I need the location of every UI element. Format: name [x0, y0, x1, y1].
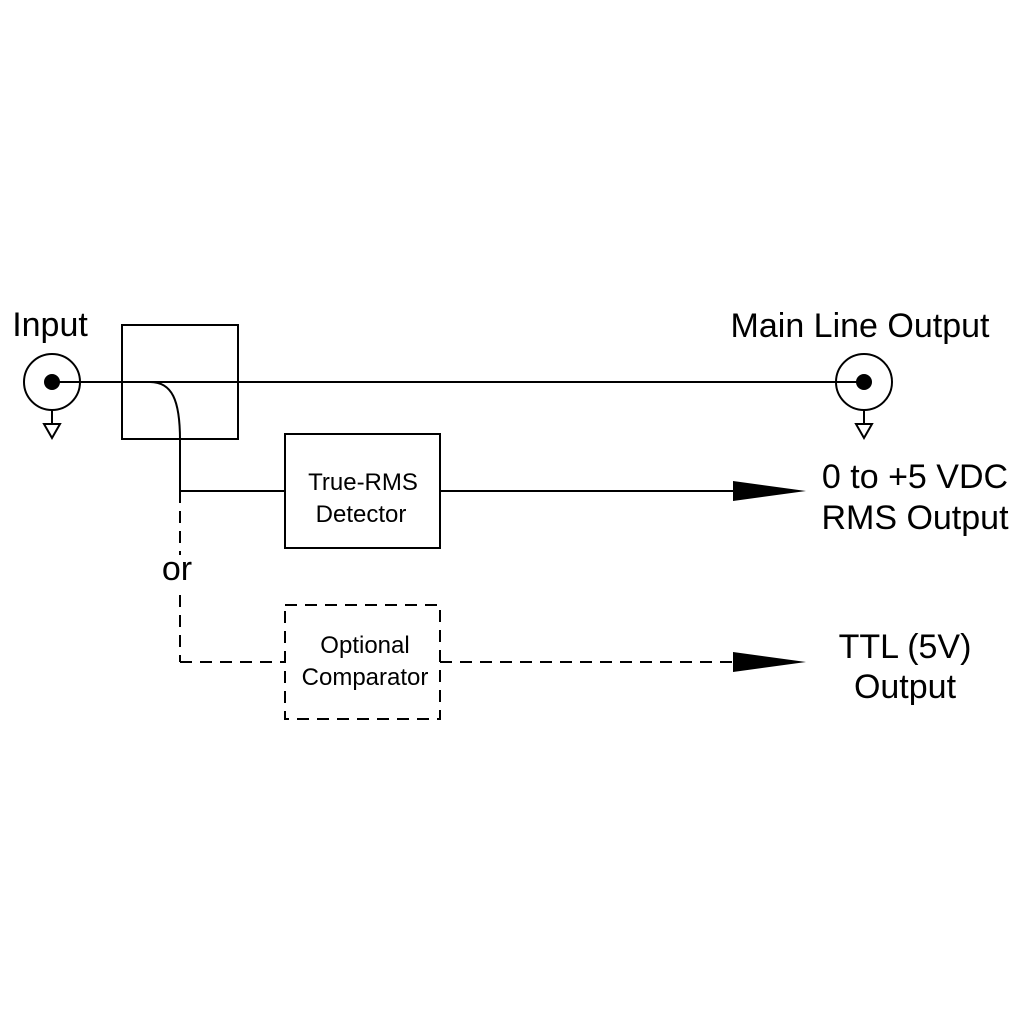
output-ground-icon	[854, 423, 874, 441]
rms-output-label-line2: RMS Output	[821, 499, 1009, 537]
or-label: or	[162, 550, 192, 588]
input-ground-icon	[42, 423, 62, 441]
optional-comparator-box	[284, 604, 441, 720]
detector-label-line1: True-RMS	[308, 469, 418, 496]
main-line-output-connector	[835, 353, 893, 441]
ttl-output-label-line1: TTL (5V)	[839, 628, 972, 666]
ttl-output-label-line2: Output	[854, 668, 957, 706]
main-line-output-label: Main Line Output	[731, 307, 990, 345]
rms-output-arrow-icon	[733, 481, 806, 501]
ttl-output-arrow-icon	[733, 652, 806, 672]
comparator-label-line1: Optional	[320, 632, 409, 659]
rms-output-label-line1: 0 to +5 VDC	[822, 458, 1008, 496]
input-connector	[23, 353, 81, 441]
comparator-label-line2: Comparator	[302, 664, 429, 691]
input-label: Input	[12, 306, 88, 344]
coupler-tap-curve	[149, 381, 181, 441]
detector-label-line2: Detector	[316, 501, 407, 528]
